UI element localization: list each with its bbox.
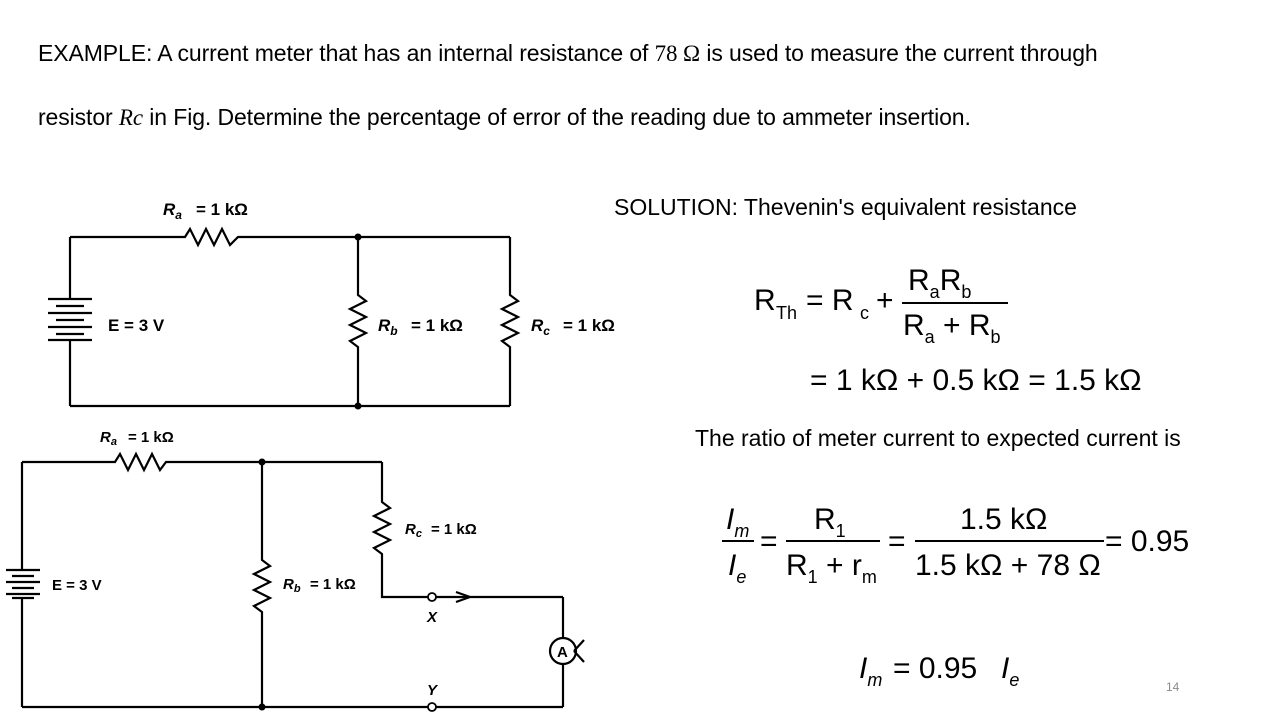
svg-text:Ra: Ra (163, 200, 182, 222)
svg-text:= R: = R (806, 284, 854, 317)
problem-line-1: EXAMPLE: A current meter that has an int… (38, 40, 1098, 67)
problem-line-2-post: in Fig. Determine the percentage of erro… (142, 104, 971, 130)
c2-ra-label: = 1 kΩ (128, 429, 174, 446)
svg-text:Ra: Ra (100, 429, 117, 448)
page-number: 14 (1166, 680, 1180, 694)
svg-text:Rb: Rb (378, 316, 398, 338)
svg-text:c: c (860, 303, 869, 323)
equation-final: Im = 0.95 Ie (859, 652, 1019, 690)
terminal-x-label: X (426, 609, 438, 626)
ratio-denominator: 1.5 kΩ + 78 Ω (915, 549, 1101, 582)
circuit-diagram-1: Ra = 1 kΩ E = 3 V Rb = 1 kΩ Rc = 1 kΩ (48, 200, 615, 410)
svg-text:+: + (876, 284, 894, 317)
svg-text:RaRb: RaRb (908, 264, 971, 302)
problem-line-2-pre: resistor (38, 104, 119, 130)
c1-e-label: E = 3 V (108, 316, 165, 335)
svg-text:R1 + rm: R1 + rm (786, 549, 877, 587)
ratio-text: The ratio of meter current to expected c… (695, 425, 1181, 451)
solution-heading: SOLUTION: Thevenin's equivalent resistan… (614, 194, 1077, 220)
equation-thevenin: R Th = R c + RaRb Ra + Rb = 1 kΩ + 0.5 k… (754, 264, 1142, 397)
svg-text:Im: Im (859, 652, 882, 690)
svg-text:Ie: Ie (728, 549, 746, 587)
svg-text:Rc: Rc (531, 316, 550, 338)
svg-text:Im: Im (726, 503, 749, 541)
svg-text:=: = (760, 525, 778, 558)
problem-line-1-post: is used to measure the current through (700, 40, 1098, 66)
resistor-variable: Rc (118, 105, 143, 130)
rth-symbol: R (754, 284, 776, 317)
meter-resistance-value: 78 Ω (654, 41, 701, 66)
c2-e-label: E = 3 V (52, 577, 102, 594)
equation-ratio: Im Ie = R1 R1 + rm = 1.5 kΩ 1.5 kΩ + 78 … (722, 503, 1189, 587)
rth-subscript: Th (776, 303, 797, 323)
c2-rb-label: = 1 kΩ (310, 576, 356, 593)
svg-text:Ra + Rb: Ra + Rb (903, 309, 1001, 347)
rth-result: = 1 kΩ + 0.5 kΩ = 1.5 kΩ (810, 364, 1142, 397)
c1-rc-label: = 1 kΩ (563, 316, 615, 335)
svg-text:Rc: Rc (405, 521, 422, 540)
circuit-diagram-2: Ra = 1 kΩ Rc = 1 kΩ E = 3 V Rb = 1 kΩ X … (6, 429, 585, 712)
svg-text:=: = (888, 525, 906, 558)
final-value: = 0.95 (893, 652, 977, 685)
terminal-y-label: Y (427, 682, 439, 699)
c1-ra-label: = 1 kΩ (196, 200, 248, 219)
svg-text:R1: R1 (814, 503, 846, 541)
ammeter-label: A (557, 644, 568, 661)
c2-rc-label: = 1 kΩ (431, 521, 477, 538)
svg-text:Ie: Ie (1001, 652, 1019, 690)
c1-rb-label: = 1 kΩ (411, 316, 463, 335)
problem-line-1-pre: EXAMPLE: A current meter that has an int… (38, 40, 655, 66)
ratio-numerator: 1.5 kΩ (960, 503, 1047, 536)
problem-line-2: resistor Rc in Fig. Determine the percen… (38, 104, 971, 131)
ratio-result: = 0.95 (1105, 525, 1189, 558)
svg-text:Rb: Rb (283, 576, 301, 595)
